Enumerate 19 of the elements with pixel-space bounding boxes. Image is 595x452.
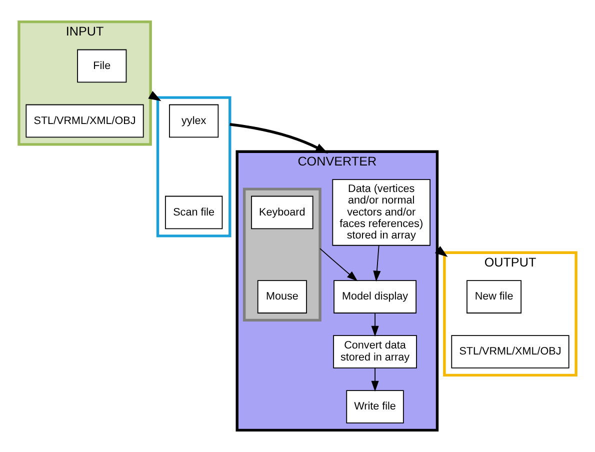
cluster: [242, 188, 322, 322]
node-box: Write file: [346, 390, 404, 424]
node-box: New file: [466, 280, 522, 314]
arrow: [373, 245, 381, 282]
node-box: yylex: [169, 104, 219, 138]
node-box: STL/VRML/XML/OBJ: [451, 335, 570, 368]
node-box: Scan file: [164, 196, 223, 230]
node-box: Model display: [334, 280, 416, 314]
arrow: [371, 368, 379, 392]
node-box: STL/VRML/XML/OBJ: [26, 104, 144, 138]
arrow: [320, 248, 358, 282]
node-box: File: [77, 49, 127, 83]
node-box: Mouse: [257, 280, 307, 314]
node-box: Data (vertices and/or normal vectors and/or faces references) stored in array: [332, 179, 430, 246]
node-box: Keyboard: [251, 196, 314, 230]
node-box: Convert data stored in array: [333, 335, 417, 368]
cluster: [156, 96, 232, 238]
arrow: [371, 312, 379, 337]
arrow: [230, 123, 328, 154]
